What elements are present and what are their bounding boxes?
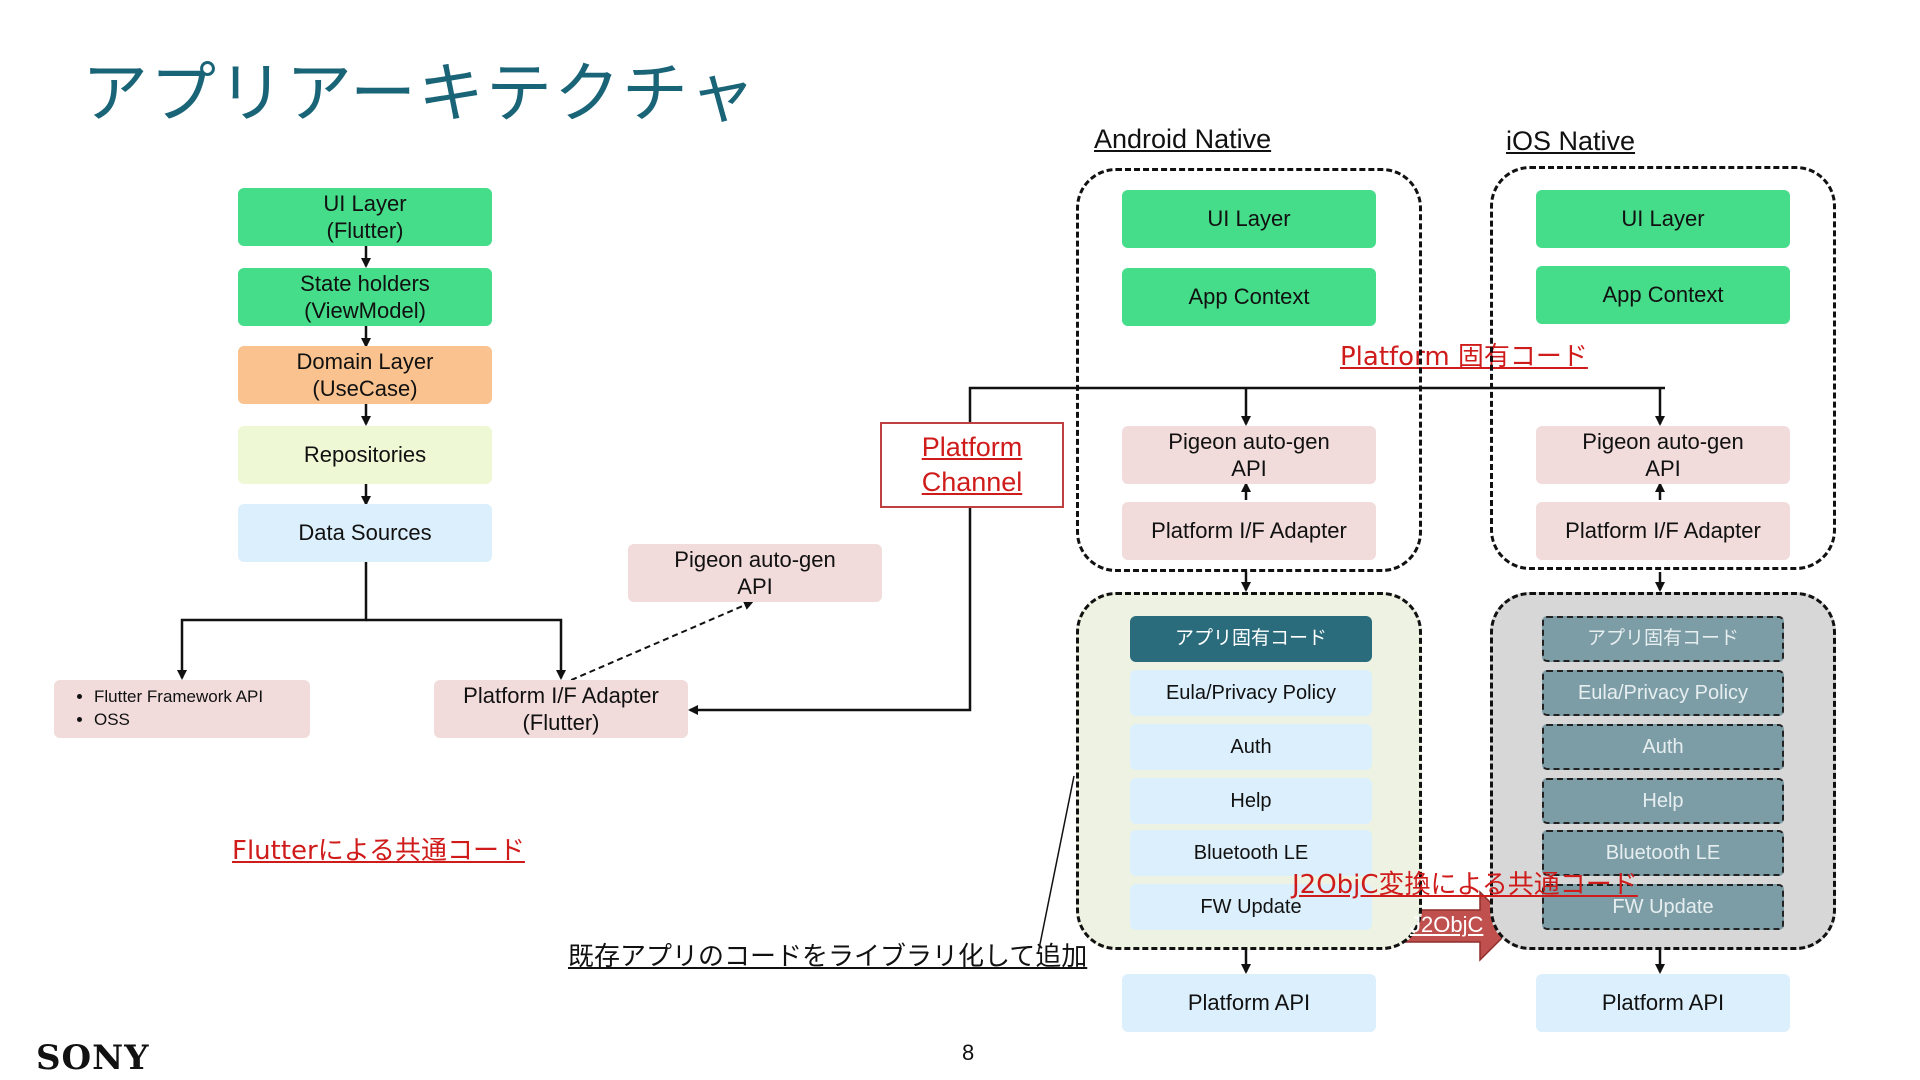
arrow-to-framework [177,560,368,680]
page-title: アプリアーキテクチャ [82,55,758,132]
flutter-framework-oss-box: Flutter Framework API OSS [54,680,310,738]
platform-specific-code-label: Platform 固有コード [1340,342,1588,372]
ios-lib-help: Help [1542,778,1784,824]
framework-item: OSS [94,709,263,732]
ios-native-heading: iOS Native [1506,126,1636,156]
ios-app-context-box: App Context [1536,266,1790,324]
flutter-pigeon-box: Pigeon auto-gen API [628,544,882,602]
ios-lib-auth: Auth [1542,724,1784,770]
android-app-context-box: App Context [1122,268,1376,326]
platform-channel-box: Platform Channel [880,422,1064,508]
ios-platform-api-box: Platform API [1536,974,1790,1032]
android-lib-fw-update: FW Update [1130,884,1372,930]
android-native-group [1076,168,1422,572]
ios-pigeon-box: Pigeon auto-gen API [1536,426,1790,484]
android-app-specific-code: アプリ固有コード [1130,616,1372,662]
j2objc-arrow-label: J2ObjC [1410,912,1484,937]
android-lib-auth: Auth [1130,724,1372,770]
ui-layer-flutter-box: UI Layer (Flutter) [238,188,492,246]
ios-adapter-box: Platform I/F Adapter [1536,502,1790,560]
ios-app-specific-code: アプリ固有コード [1542,616,1784,662]
dashed-arrow-to-pigeon [561,600,754,685]
flutter-common-code-label: Flutterによる共通コード [232,836,525,866]
arrow-to-adapter [366,618,566,680]
ios-lib-bluetooth: Bluetooth LE [1542,830,1784,876]
android-ui-layer-box: UI Layer [1122,190,1376,248]
framework-item: Flutter Framework API [94,686,263,709]
domain-layer-box: Domain Layer (UseCase) [238,346,492,404]
ios-ui-layer-box: UI Layer [1536,190,1790,248]
state-holders-box: State holders (ViewModel) [238,268,492,326]
android-lib-bluetooth: Bluetooth LE [1130,830,1372,876]
page-number: 8 [962,1040,975,1065]
ios-native-group [1490,166,1836,570]
android-lib-eula: Eula/Privacy Policy [1130,670,1372,716]
android-lib-help: Help [1130,778,1372,824]
ios-lib-fw-update: FW Update [1542,884,1784,930]
note-leader-line [1037,775,1075,955]
library-note-label: 既存アプリのコードをライブラリ化して追加 [568,942,1088,972]
j2objc-common-code-label: J2ObjC変換による共通コード [1292,870,1638,900]
platform-channel-line [688,386,1665,715]
flutter-adapter-box: Platform I/F Adapter (Flutter) [434,680,688,738]
sony-logo: SONY [36,1038,150,1078]
android-native-heading: Android Native [1094,124,1272,154]
android-adapter-box: Platform I/F Adapter [1122,502,1376,560]
android-platform-api-box: Platform API [1122,974,1376,1032]
ios-lib-eula: Eula/Privacy Policy [1542,670,1784,716]
data-sources-box: Data Sources [238,504,492,562]
repositories-box: Repositories [238,426,492,484]
android-pigeon-box: Pigeon auto-gen API [1122,426,1376,484]
